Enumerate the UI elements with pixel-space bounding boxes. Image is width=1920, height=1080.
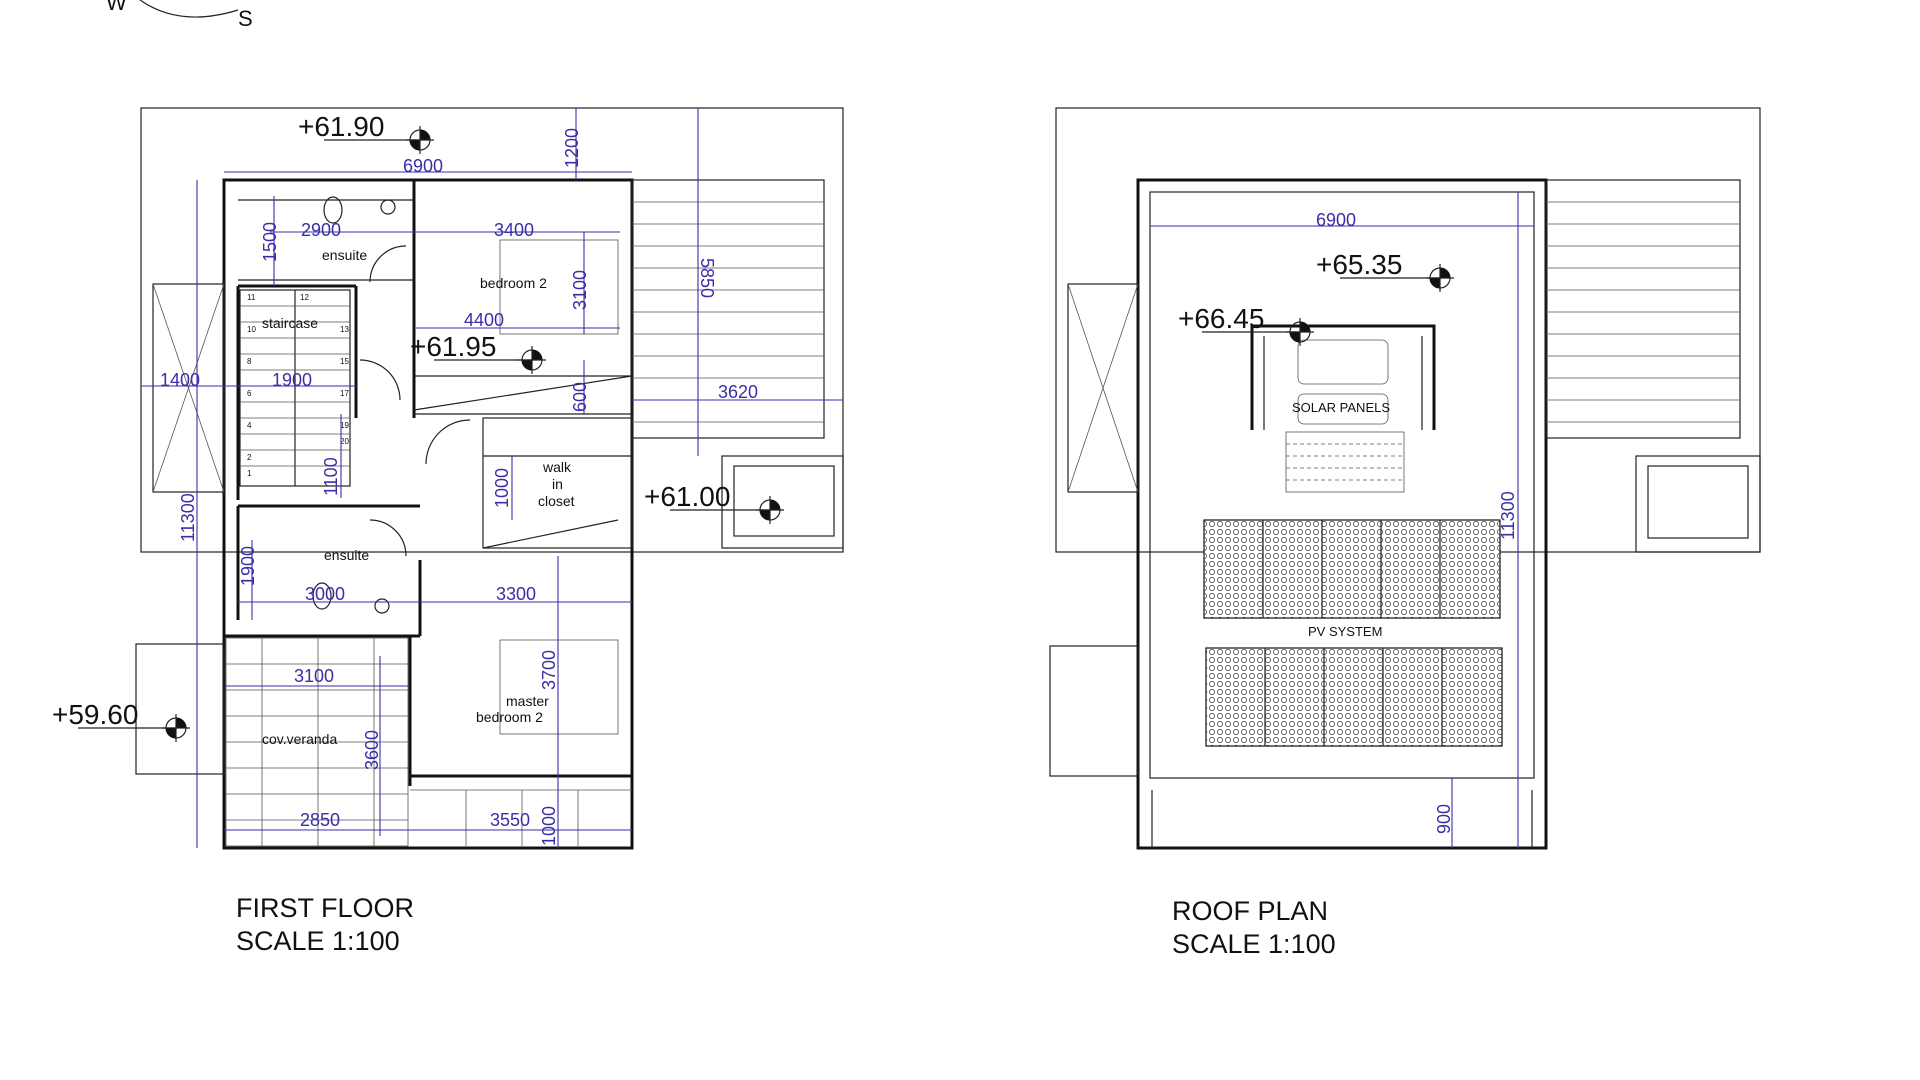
dim-2850: 2850 [300,810,340,830]
washbasin-icon [380,199,396,215]
step-number: 6 [247,389,252,398]
solar-panel-icon [1285,431,1405,493]
room-label-ensuite-bottom: ensuite [324,547,369,563]
level-value: +59.60 [52,699,138,730]
level-marker: +61.95 [410,331,546,374]
dim-3550: 3550 [490,810,530,830]
compass-rose: W S [106,0,253,31]
dim-3700: 3700 [539,650,559,690]
first-floor-scale: SCALE 1:100 [236,926,400,956]
level-marker: +61.90 [298,111,434,154]
roof-terrace-hatching [1545,179,1741,439]
solar-tank [1297,339,1389,385]
washbasin-icon [374,598,390,614]
step-number: 19 [340,421,349,430]
level-marker: +65.35 [1316,249,1454,292]
dim-1900-horizontal: 1900 [272,370,312,390]
step-number: 12 [300,293,309,302]
roof-parapet [1149,191,1535,779]
room-label-closet: closet [538,493,575,509]
pv-system-label: PV SYSTEM [1308,624,1382,639]
roof-plan: 6900 11300 900 SOLAR PANELS PV SYSTEM +6… [1049,107,1761,959]
dim-1000-walk-in: 1000 [492,468,512,508]
pv-array-upper [1203,519,1501,619]
level-marker: +61.00 [644,481,784,524]
dim-1500: 1500 [260,222,280,262]
step-number: 13 [340,325,349,334]
dim-1900-vertical: 1900 [238,546,258,586]
dim-1000-veranda: 1000 [539,806,559,846]
step-number: 11 [247,293,256,302]
roof-dimension-lines [1150,192,1534,848]
roof-dim-900: 900 [1434,804,1454,834]
room-label-ensuite-top: ensuite [322,247,367,263]
step-number: 4 [247,421,252,430]
level-value: +65.35 [1316,249,1402,280]
first-floor-plan: 11 12 10 13 8 15 6 17 4 19 20 2 1 [52,107,844,956]
dim-6900: 6900 [403,156,443,176]
level-marker: +59.60 [52,699,190,742]
dim-1200: 1200 [562,128,582,168]
dim-11300: 11300 [178,493,198,542]
roof-outer-edge [1136,178,1548,850]
room-label-master-bedroom: bedroom 2 [476,709,543,725]
dim-3100-vertical: 3100 [570,270,590,310]
room-label-walk: walk [542,459,572,475]
level-value: +61.90 [298,111,384,142]
first-floor-title: FIRST FLOOR [236,893,414,923]
level-value: +61.00 [644,481,730,512]
roof-dim-6900: 6900 [1316,210,1356,230]
room-label-veranda: cov.veranda [262,731,337,747]
solar-enclosure [1250,324,1436,430]
room-label-staircase: staircase [262,315,318,331]
dim-4400: 4400 [464,310,504,330]
dim-5850: 5850 [697,258,717,298]
dim-3000: 3000 [305,584,345,604]
dim-3300: 3300 [496,584,536,604]
level-marker: +66.45 [1178,303,1314,346]
dim-3100-horizontal: 3100 [294,666,334,686]
plot-outline [140,107,844,553]
dim-600: 600 [570,382,590,412]
toilet-icon [312,582,332,610]
step-number: 20 [340,437,349,446]
solar-panels-label: SOLAR PANELS [1292,400,1390,415]
pv-array-lower [1205,647,1503,747]
compass-s-label: S [238,6,253,31]
dim-2900: 2900 [301,220,341,240]
room-label-in: in [552,476,563,492]
step-number: 1 [247,469,252,478]
dim-3620: 3620 [718,382,758,402]
first-floor-dimension-lines [141,108,843,848]
step-number: 15 [340,357,349,366]
toilet-icon [323,196,343,224]
level-value: +61.95 [410,331,496,362]
roof-plan-title: ROOF PLAN [1172,896,1328,926]
roof-dim-11300: 11300 [1498,491,1518,540]
roof-plot-outline [1055,107,1761,553]
dim-3400: 3400 [494,220,534,240]
step-number: 2 [247,453,252,462]
roof-plan-scale: SCALE 1:100 [1172,929,1336,959]
dim-1400: 1400 [160,370,200,390]
terrace-hatching [631,179,825,439]
step-number: 10 [247,325,256,334]
room-label-bedroom-2: bedroom 2 [480,275,547,291]
dim-3600: 3600 [362,730,382,770]
veranda-tiles [225,637,632,847]
step-number: 8 [247,357,252,366]
room-label-master: master [506,693,549,709]
step-number: 17 [340,389,349,398]
dim-1100: 1100 [321,457,341,496]
compass-w-label: W [106,0,127,15]
level-value: +66.45 [1178,303,1264,334]
